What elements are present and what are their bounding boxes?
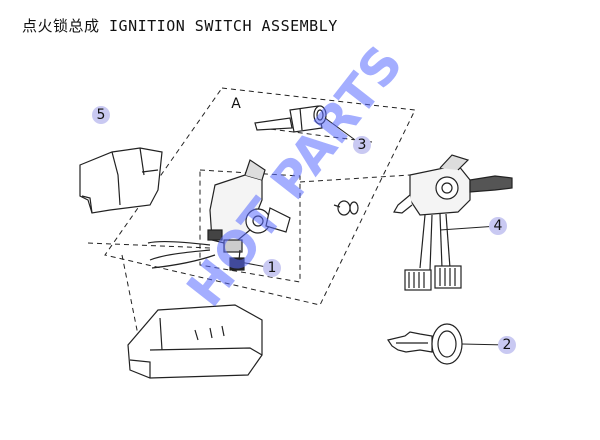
callout-5: 5 [92,106,110,124]
watermark-text: HOT PARTS [176,35,414,317]
combination-switch-part [393,154,513,291]
leader-4 [439,225,499,231]
leader-dashed-cover [121,254,141,346]
upper-shroud-part [79,147,163,214]
leader-dashed-3 [261,127,373,143]
callout-5-label: 5 [97,107,106,123]
callout-2: 2 [498,336,516,354]
lower-column-cover-part [127,304,263,379]
assembly-outlines [87,87,416,346]
retainer-ring-part [333,200,359,216]
page-title: 点火锁总成 IGNITION SWITCH ASSEMBLY [22,17,338,35]
callout-3-label: 3 [358,137,367,153]
outline-switch-box [199,169,301,283]
leader-dashed-4 [299,174,411,183]
callout-1: 1 [263,259,281,277]
ignition-switch-part [147,159,291,271]
ignition-key-part [387,323,463,365]
callout-3: 3 [353,136,371,154]
callout-1-label: 1 [268,260,277,276]
callout-4: 4 [489,217,507,235]
section-label-a: A [231,96,241,112]
outline-group-a [104,87,416,306]
callout-4-label: 4 [494,218,503,234]
callout-2-label: 2 [503,337,512,353]
leader-dashed-5 [87,242,211,249]
lock-cylinder-part [254,105,327,133]
